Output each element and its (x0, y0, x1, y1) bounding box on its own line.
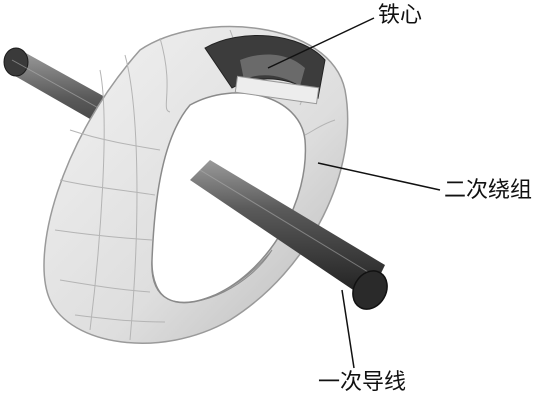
primary-conductor-label: 一次导线 (318, 370, 407, 395)
primary-leader-line (341, 289, 355, 369)
core-leader-line (267, 17, 375, 69)
secondary-leader-line (317, 162, 441, 191)
secondary-winding (43, 25, 349, 344)
secondary-winding-label: 二次绕组 (444, 178, 533, 203)
core-label: 铁心 (378, 3, 423, 28)
iron-core (204, 35, 326, 105)
primary-conductor-front (190, 160, 388, 310)
